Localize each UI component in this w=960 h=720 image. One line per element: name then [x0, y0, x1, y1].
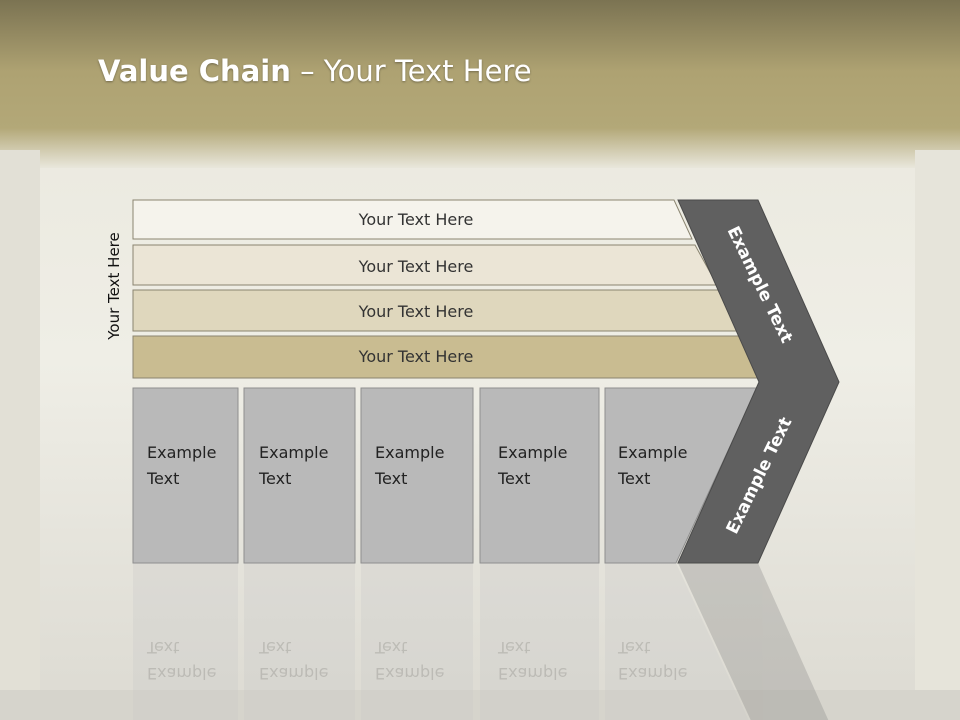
reflection-text: Text: [497, 638, 530, 657]
primary-box-4: [479, 387, 600, 564]
primary-box-3-line1: Example: [375, 443, 444, 462]
support-row-3-label: Your Text Here: [358, 302, 474, 321]
reflection-box: [361, 563, 473, 720]
primary-box-3-line2: Text: [374, 469, 407, 488]
reflection-box: [133, 563, 238, 720]
header-band: [0, 0, 960, 130]
support-row-4-label: Your Text Here: [358, 347, 474, 366]
primary-box-2: [243, 387, 356, 564]
reflection-text: Example: [618, 664, 687, 683]
reflection-box: [244, 563, 355, 720]
reflection-chevron: [678, 563, 829, 720]
right-wall-shade: [915, 150, 960, 720]
title-bold: Value Chain: [98, 54, 291, 88]
reflection-text: Example: [259, 664, 328, 683]
primary-box-2-line1: Example: [259, 443, 328, 462]
primary-box-1: [132, 387, 239, 564]
chevron-shape: [677, 199, 840, 564]
primary-box-2-line2: Text: [258, 469, 291, 488]
primary-box-5-line1: Example: [618, 443, 687, 462]
primary-box-4-line2: Text: [497, 469, 530, 488]
reflection-box: [480, 563, 599, 720]
reflection-text: Text: [617, 638, 650, 657]
primary-box-1-line2: Text: [146, 469, 179, 488]
title-rest: – Your Text Here: [290, 54, 532, 88]
reflection-text: Example: [375, 664, 444, 683]
primary-box-5-line2: Text: [617, 469, 650, 488]
floor-band: [0, 690, 960, 720]
support-rows: Your Text Here Your Text Here Your Text …: [132, 199, 765, 379]
header-fade: [0, 128, 960, 168]
margin-chevron: Example Text Example Text: [677, 199, 840, 564]
reflection-text: Example: [147, 664, 216, 683]
reflection-text: Example: [498, 664, 567, 683]
reflection-box: [605, 563, 749, 720]
left-wall-shade: [0, 150, 40, 720]
reflection-text: Text: [258, 638, 291, 657]
support-row-2-label: Your Text Here: [358, 257, 474, 276]
reflection-text: Text: [146, 638, 179, 657]
support-row-1-label: Your Text Here: [358, 210, 474, 229]
primary-box-3: [360, 387, 474, 564]
primary-box-4-line1: Example: [498, 443, 567, 462]
primary-box-5: [604, 387, 758, 564]
reflection-text: Text: [374, 638, 407, 657]
support-row-1: [132, 199, 693, 240]
reflection: Example Text Example Text Example Text E…: [133, 563, 829, 720]
primary-box-1-line1: Example: [147, 443, 216, 462]
slide-title: Value Chain – Your Text Here: [98, 54, 532, 88]
primary-boxes: Example Text Example Text Example Text E…: [132, 387, 758, 564]
